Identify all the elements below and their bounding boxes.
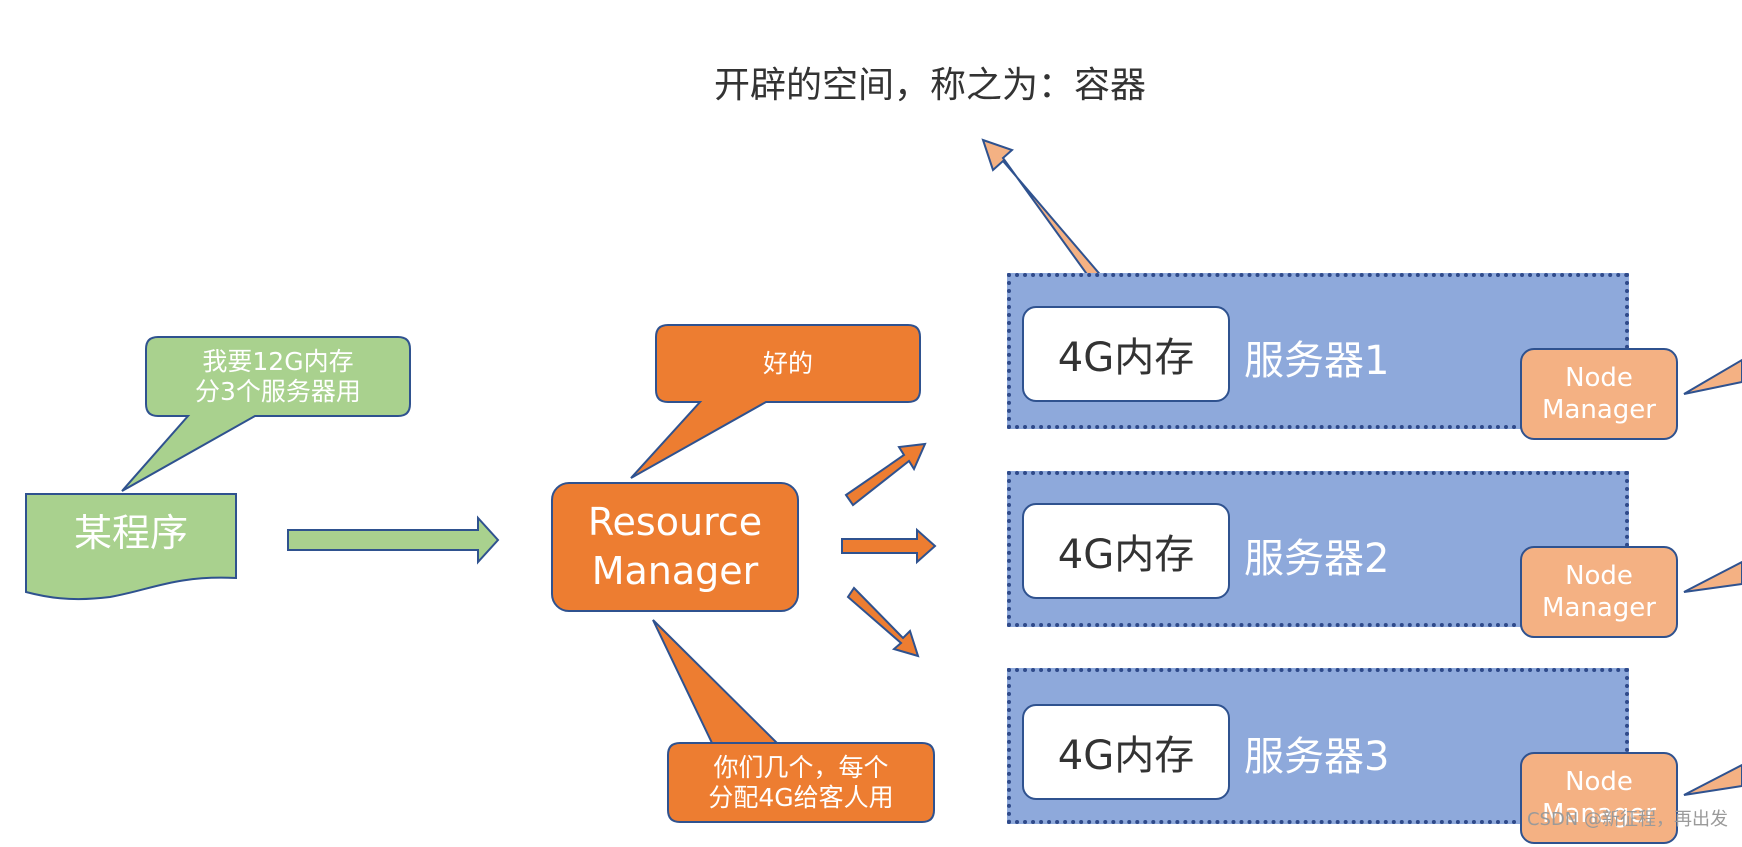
allocation-bubble-shape xyxy=(652,619,935,823)
program-to-rm-arrow xyxy=(287,515,500,565)
reply-bubble-shape xyxy=(630,324,921,479)
server-label-1: 服务器1 xyxy=(1244,338,1390,384)
rm-to-server3-arrow xyxy=(846,586,920,658)
memory-container-1: 4G内存 xyxy=(1022,306,1230,402)
memory-container-2: 4G内存 xyxy=(1022,503,1230,599)
server-label-2: 服务器2 xyxy=(1244,536,1390,582)
node-manager2-callout-tail xyxy=(1683,560,1742,593)
request-bubble-shape xyxy=(121,336,411,492)
watermark: CSDN @新征程，再出发 xyxy=(1526,809,1728,830)
reply-bubble-text: 好的 xyxy=(762,349,813,378)
container-caption: 开辟的空间，称之为：容器 xyxy=(713,65,1146,106)
program-shape xyxy=(25,493,237,601)
node-manager-3: Node Manager xyxy=(1520,752,1678,844)
request-bubble-text: 我要12G内存 分3个服务器用 xyxy=(195,347,361,406)
node-manager-1: Node Manager xyxy=(1520,348,1678,440)
node-manager-2: Node Manager xyxy=(1520,546,1678,638)
server-label-3: 服务器3 xyxy=(1244,734,1390,780)
rm-to-server1-arrow xyxy=(844,442,927,507)
rm-to-server2-arrow xyxy=(841,527,937,565)
node-manager1-callout-tail xyxy=(1683,358,1742,395)
memory-container-3: 4G内存 xyxy=(1022,704,1230,800)
resource-manager-box: Resource Manager xyxy=(551,482,799,612)
allocation-bubble-text: 你们几个，每个 分配4G给客人用 xyxy=(708,753,894,812)
program-label: 某程序 xyxy=(73,511,188,556)
node-manager3-callout-tail xyxy=(1683,763,1742,796)
